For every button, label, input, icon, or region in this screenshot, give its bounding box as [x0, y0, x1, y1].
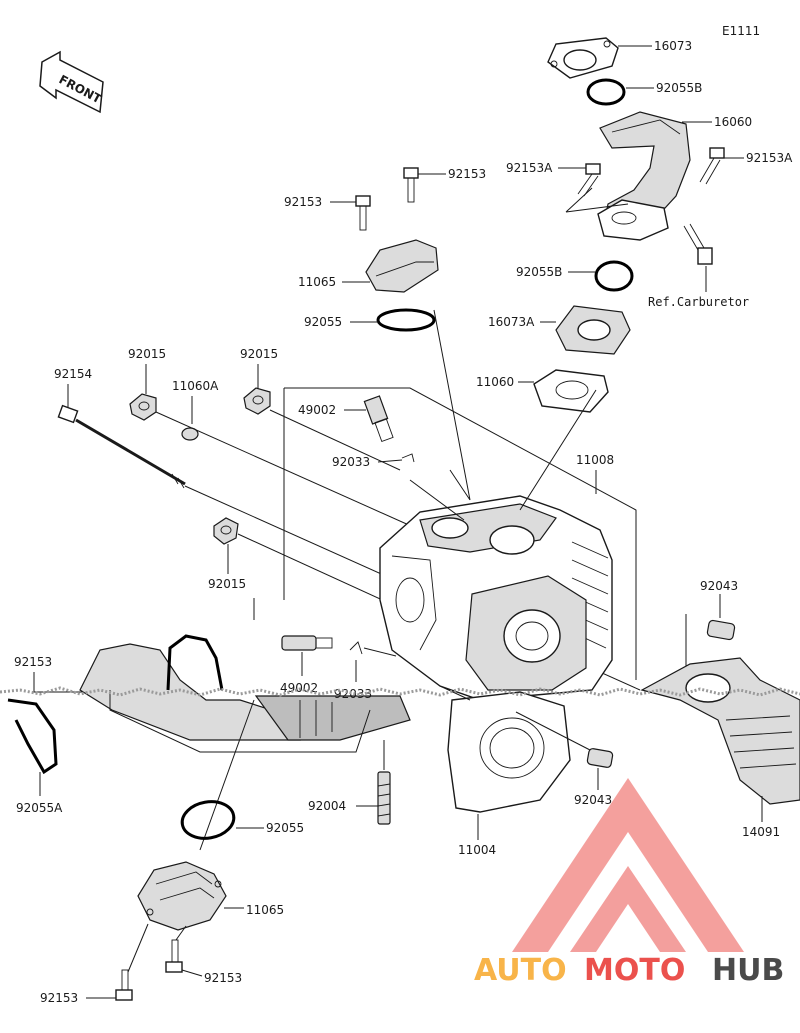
oring-92055b-top — [586, 78, 626, 106]
label-92055-low: 92055 — [266, 821, 304, 835]
intake-gasket-top — [547, 37, 619, 79]
valve-guide-49002-mid — [281, 635, 333, 651]
bolt-92153-bottom-left — [115, 969, 133, 1001]
intake-pipe — [597, 111, 691, 241]
logo-text-auto: AUTO — [474, 953, 567, 988]
bolt-92153a-right — [699, 147, 725, 185]
washer-11060a — [181, 427, 199, 441]
label-11065-low: 11065 — [246, 903, 284, 917]
cam-cover-left — [79, 643, 411, 741]
label-92043-right: 92043 — [700, 579, 738, 593]
cut-line — [0, 686, 800, 697]
label-92153-top-left: 92153 — [284, 195, 322, 209]
label-16073: 16073 — [654, 39, 692, 53]
logo-text-hub: HUB — [712, 953, 784, 988]
label-92015-a: 92015 — [128, 347, 166, 361]
oring-92055-low — [180, 800, 236, 840]
sleeve-92043-low — [586, 748, 614, 768]
label-92055-top: 92055 — [304, 315, 342, 329]
clip-92033-top — [401, 453, 415, 463]
oring-cam-cover — [166, 634, 224, 691]
nut-92015-a — [129, 393, 157, 421]
stud-bolt-92154 — [57, 404, 186, 489]
automotohub-logo: AUTO MOTO HUB — [474, 778, 784, 988]
oring-92055a — [7, 698, 58, 775]
front-arrow-icon: FRONT — [39, 50, 104, 114]
cylinder-head-11008 — [379, 495, 613, 701]
label-92015-c: 92015 — [208, 577, 246, 591]
label-92055a: 92055A — [16, 801, 63, 815]
oring-92055-top — [376, 308, 436, 332]
label-92153-left: 92153 — [14, 655, 52, 669]
valve-guide-49002-top — [363, 395, 394, 443]
stud-92004 — [377, 771, 391, 825]
label-92055b-top: 92055B — [656, 81, 702, 95]
label-92055b-mid: 92055B — [516, 265, 562, 279]
ref-carburetor-label: Ref.Carburetor — [648, 295, 749, 309]
cover-14091 — [640, 657, 800, 805]
gasket-11060 — [533, 369, 609, 413]
label-92153-top-right: 92153 — [448, 167, 486, 181]
label-11065-top: 11065 — [298, 275, 336, 289]
logo-text-moto: MOTO — [584, 953, 685, 988]
label-92153a-left: 92153A — [506, 161, 553, 175]
label-11008: 11008 — [576, 453, 614, 467]
label-11060: 11060 — [476, 375, 514, 389]
label-92154: 92154 — [54, 367, 92, 381]
sleeve-92043-right — [706, 619, 736, 641]
label-92153a-right: 92153A — [746, 151, 793, 165]
label-11060a: 11060A — [172, 379, 219, 393]
oring-92055b-mid — [594, 260, 634, 292]
bolt-ref-carburetor — [683, 223, 713, 265]
label-49002-top: 49002 — [298, 403, 336, 417]
label-92015-b: 92015 — [240, 347, 278, 361]
label-16073a: 16073A — [488, 315, 535, 329]
label-92153-bottom-right: 92153 — [204, 971, 242, 985]
nut-92015-c — [213, 517, 239, 545]
label-92033-top: 92033 — [332, 455, 370, 469]
gasket-16073a — [555, 305, 631, 355]
label-92004: 92004 — [308, 799, 346, 813]
tappet-cover-top — [365, 239, 439, 293]
nut-92015-b — [243, 387, 271, 415]
label-14091: 14091 — [742, 825, 780, 839]
tappet-cover-low — [137, 861, 227, 931]
label-11004: 11004 — [458, 843, 496, 857]
label-92153-bottom-left: 92153 — [40, 991, 78, 1005]
bolt-92153-top-right — [403, 167, 419, 203]
label-16060: 16060 — [714, 115, 752, 129]
diagram-code: E1111 — [722, 24, 760, 38]
clip-92033-mid — [349, 641, 363, 655]
bolt-92153-bottom-right — [165, 939, 183, 973]
label-92043-low: 92043 — [574, 793, 612, 807]
head-gasket-11004 — [447, 691, 571, 813]
bolt-92153-top-left — [355, 195, 371, 231]
